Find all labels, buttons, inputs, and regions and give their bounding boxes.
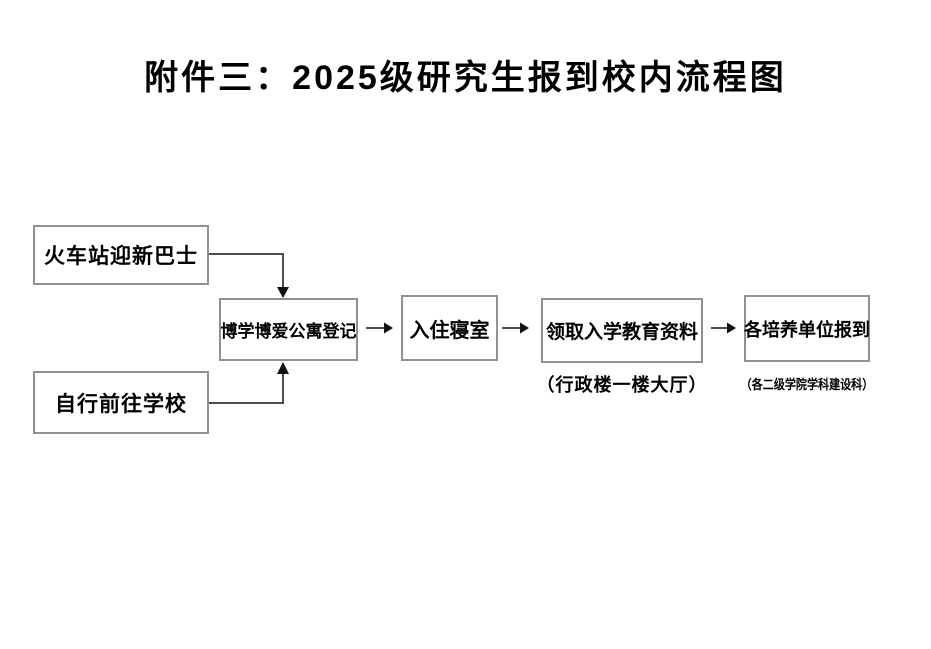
- arrow-self-arrival-to-registration: [209, 362, 289, 404]
- note-unit-report-location: （各二级学院学科建设科）: [740, 377, 874, 392]
- node-receive-materials-label: 领取入学教育资料: [545, 322, 698, 343]
- page-title: 附件三：2025级研究生报到校内流程图: [144, 59, 787, 97]
- node-unit-report: 各培养单位报到: [744, 295, 870, 362]
- node-apartment-registration: 博学博爱公寓登记: [219, 298, 358, 361]
- node-apartment-registration-label: 博学博爱公寓登记: [220, 322, 357, 341]
- arrow-train-bus-to-registration: [209, 253, 289, 298]
- node-self-arrival: 自行前往学校: [33, 371, 209, 434]
- node-unit-report-label: 各培养单位报到: [744, 319, 870, 340]
- arrow-dorm-to-materials: [502, 322, 529, 334]
- node-receive-materials: 领取入学教育资料: [541, 298, 703, 363]
- arrow-materials-to-unit-report: [711, 322, 736, 334]
- node-dorm-check-in: 入住寝室: [401, 295, 498, 361]
- node-dorm-check-in-label: 入住寝室: [409, 319, 490, 342]
- arrow-registration-to-dorm: [366, 322, 393, 334]
- node-train-station-bus-label: 火车站迎新巴士: [44, 245, 198, 268]
- note-materials-location: （行政楼一楼大厅）: [536, 375, 708, 395]
- node-train-station-bus: 火车站迎新巴士: [33, 225, 209, 285]
- node-self-arrival-label: 自行前往学校: [55, 392, 187, 416]
